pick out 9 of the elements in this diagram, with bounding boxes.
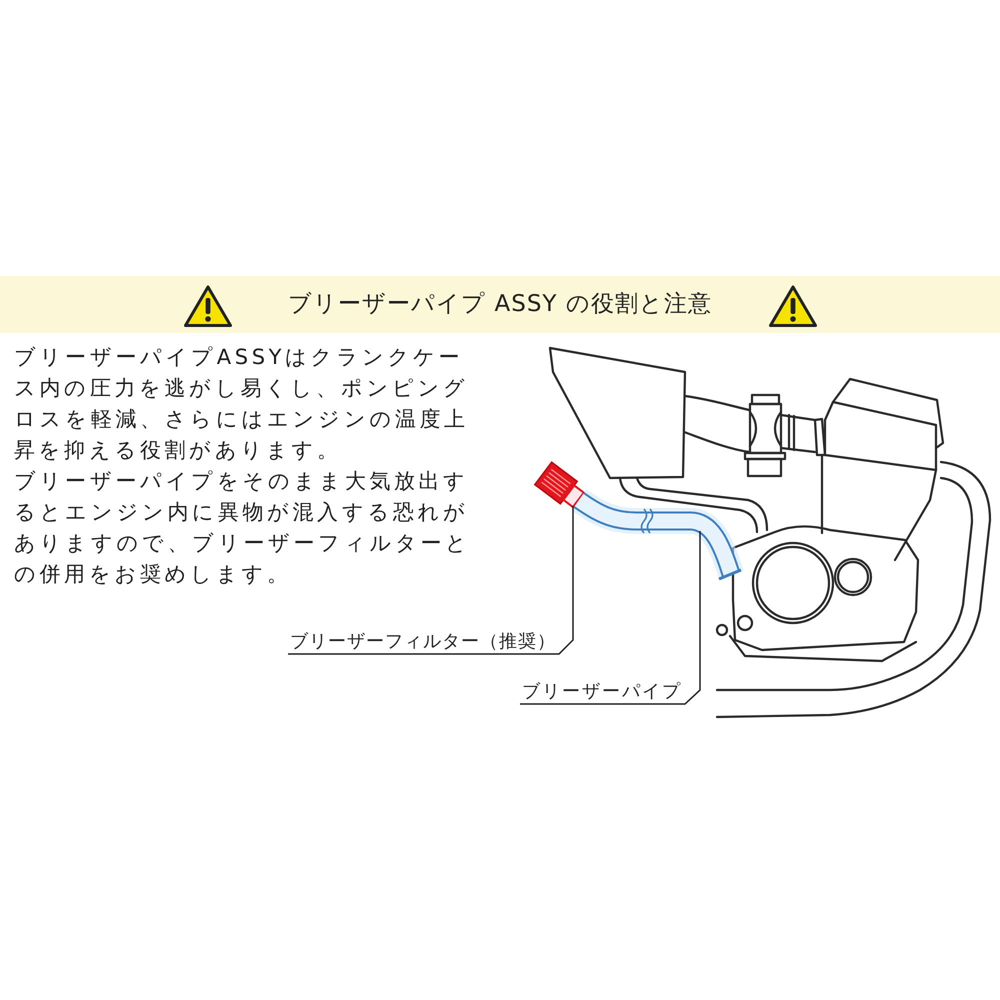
body-text: ブリーザーパイプをそのまま大気放出するとエンジン内に異物が混入する恐れがありますので、ブリーザーフィルターとの併用をお奨めします。: [14, 468, 472, 588]
leader-line: [288, 506, 574, 655]
breather-filter: [534, 461, 586, 508]
body-text: ブリーザーパイプASSYはクランクケース内の圧力を逃がし易くし、ポンピングロスを軽減、さらにはエンジンの温度上昇を抑える役割があります。: [14, 344, 470, 464]
leader-line: [520, 531, 701, 705]
callout-label: ブリーザーフィルター（推奨）: [290, 631, 556, 653]
title: ブリーザーパイプ ASSY の役割と注意: [288, 290, 712, 319]
callout-label: ブリーザーパイプ: [522, 681, 682, 703]
breather-hose: [572, 489, 744, 580]
